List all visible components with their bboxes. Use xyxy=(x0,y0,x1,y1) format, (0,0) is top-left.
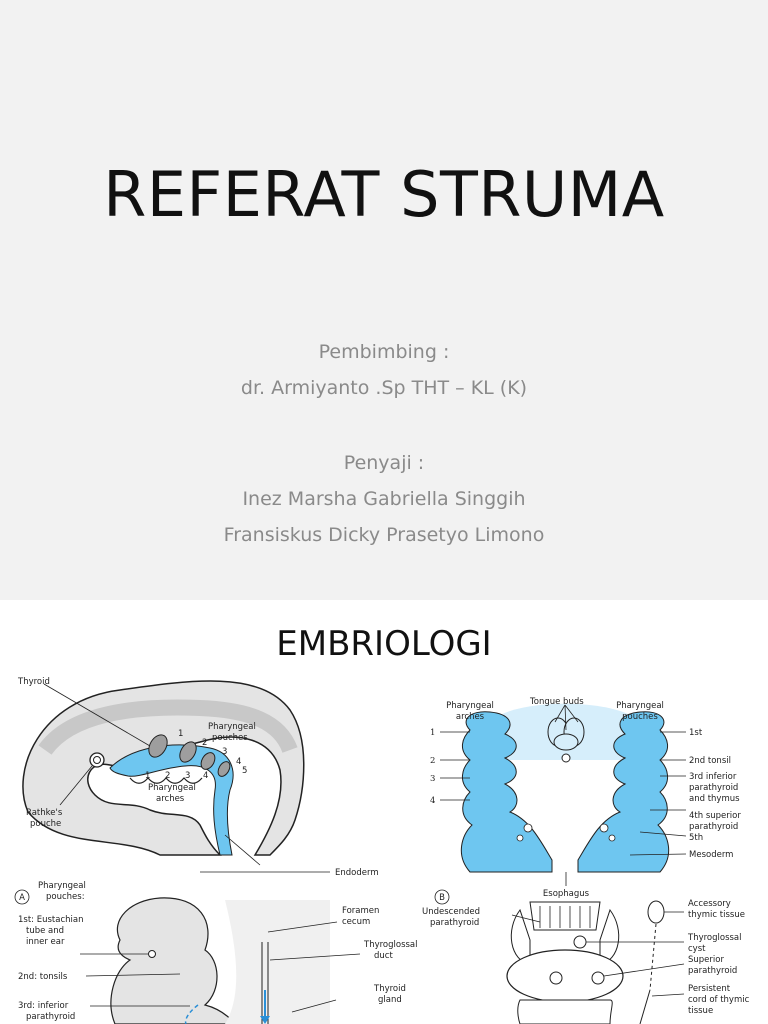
embryology-figures: Thyroid Pharyngeal pouches Pharyngeal ar… xyxy=(14,677,750,1024)
pouch-label: 3rd inferior xyxy=(689,772,737,782)
pouch-label: 2nd tonsil xyxy=(689,756,731,766)
pouch-number: 5 xyxy=(242,766,247,776)
pouch-number: 1 xyxy=(178,729,183,739)
arch-number: 2 xyxy=(165,771,170,781)
label-thyroid-gland-1: Thyroid xyxy=(373,984,406,994)
label-esophagus: Esophagus xyxy=(543,889,590,899)
label-undescended-2: parathyroid xyxy=(430,918,479,928)
pouch-label: 1st xyxy=(689,728,703,738)
label-persistent-1: Persistent xyxy=(688,984,731,994)
label-pouches-a-2: pouches xyxy=(212,733,248,743)
arch-number: 3 xyxy=(430,774,435,784)
label-first-pouch-1: 1st: Eustachian xyxy=(18,915,83,925)
label-pouches-c-1: Pharyngeal xyxy=(38,881,86,891)
supervisor-heading: Pembimbing : xyxy=(318,341,450,363)
figure-a-embryo: Thyroid Pharyngeal pouches Pharyngeal ar… xyxy=(14,677,379,905)
presenter-1: Inez Marsha Gabriella Singgih xyxy=(242,488,526,510)
slide-title: REFERAT STRUMA xyxy=(103,158,665,231)
pouch-label: parathyroid xyxy=(689,822,738,832)
pouch-number: 2 xyxy=(202,738,207,748)
label-foramen-1: Foramen xyxy=(342,906,379,916)
pouch-label: parathyroid xyxy=(689,783,738,793)
label-thyroglossal-cyst-1: Thyroglossal xyxy=(687,933,742,943)
pouch-label: 5th xyxy=(689,833,703,843)
label-tongue-buds: Tongue buds xyxy=(529,697,584,707)
panel-label-a: A xyxy=(19,893,25,903)
title-slide: REFERAT STRUMA Pembimbing : dr. Armiyant… xyxy=(103,158,665,546)
pouch-number: 4 xyxy=(236,757,241,767)
supervisor-name: dr. Armiyanto .Sp THT – KL (K) xyxy=(240,377,528,399)
label-thyroglossal-duct-2: duct xyxy=(374,951,393,961)
arch-number: 1 xyxy=(145,771,150,781)
label-thyroglossal-duct-1: Thyroglossal xyxy=(363,940,418,950)
presenter-2: Fransiskus Dicky Prasetyo Limono xyxy=(223,524,545,546)
label-third-pouch-2: parathyroid xyxy=(26,1012,75,1022)
label-first-pouch-3: inner ear xyxy=(26,937,65,947)
label-superior-parathyroid-1: Superior xyxy=(688,955,724,965)
arch-number: 4 xyxy=(430,796,435,806)
arch-number: 1 xyxy=(430,728,435,738)
label-persistent-3: tissue xyxy=(688,1006,713,1016)
label-second-pouch: 2nd: tonsils xyxy=(18,972,68,982)
label-first-pouch-2: tube and xyxy=(26,926,64,936)
figure-c-head-section: Pharyngeal pouches: 1st: Eustachian tube… xyxy=(18,881,418,1024)
label-pouches-a-1: Pharyngeal xyxy=(208,722,256,732)
arch-number: 3 xyxy=(185,771,190,781)
label-superior-parathyroid-2: parathyroid xyxy=(688,966,737,976)
panel-label-b: B xyxy=(439,893,445,903)
label-rathke-2: pouche xyxy=(30,819,61,829)
label-arches-a-1: Pharyngeal xyxy=(148,783,196,793)
label-accessory-1: Accessory xyxy=(688,899,731,909)
label-mesoderm: Mesoderm xyxy=(689,850,733,860)
label-accessory-2: thymic tissue xyxy=(688,910,745,920)
label-foramen-2: cecum xyxy=(342,917,370,927)
label-pouches-b-2: pouches xyxy=(622,712,658,722)
label-thyroid-gland-2: gland xyxy=(378,995,402,1005)
label-persistent-2: cord of thymic xyxy=(688,995,750,1005)
label-thyroid: Thyroid xyxy=(17,677,50,687)
label-thyroglossal-cyst-2: cyst xyxy=(688,944,706,954)
slide-title: EMBRIOLOGI xyxy=(276,624,492,664)
pouch-label: 4th superior xyxy=(689,811,741,821)
label-undescended-1: Undescended xyxy=(422,907,480,917)
arch-number: 4 xyxy=(203,771,208,781)
label-rathke-1: Rathke's xyxy=(26,808,63,818)
label-endoderm: Endoderm xyxy=(335,868,379,878)
label-arches-b-1: Pharyngeal xyxy=(446,701,494,711)
label-pouches-c-2: pouches: xyxy=(46,892,85,902)
figure-d-neck: Undescended parathyroid Accessory thymic… xyxy=(422,899,750,1024)
pouch-number: 3 xyxy=(222,747,227,757)
presenters-heading: Penyaji : xyxy=(343,452,425,474)
label-pouches-b-1: Pharyngeal xyxy=(616,701,664,711)
label-third-pouch-1: 3rd: inferior xyxy=(18,1001,69,1011)
pouch-label: and thymus xyxy=(689,794,740,804)
embryology-slide: EMBRIOLOGI Thyroid xyxy=(0,600,768,1024)
label-arches-b-2: arches xyxy=(456,712,485,722)
arch-number: 2 xyxy=(430,756,435,766)
label-arches-a-2: arches xyxy=(156,794,185,804)
figure-b-pharynx: Tongue buds Pharyngeal arches Pharyngeal… xyxy=(430,697,741,905)
